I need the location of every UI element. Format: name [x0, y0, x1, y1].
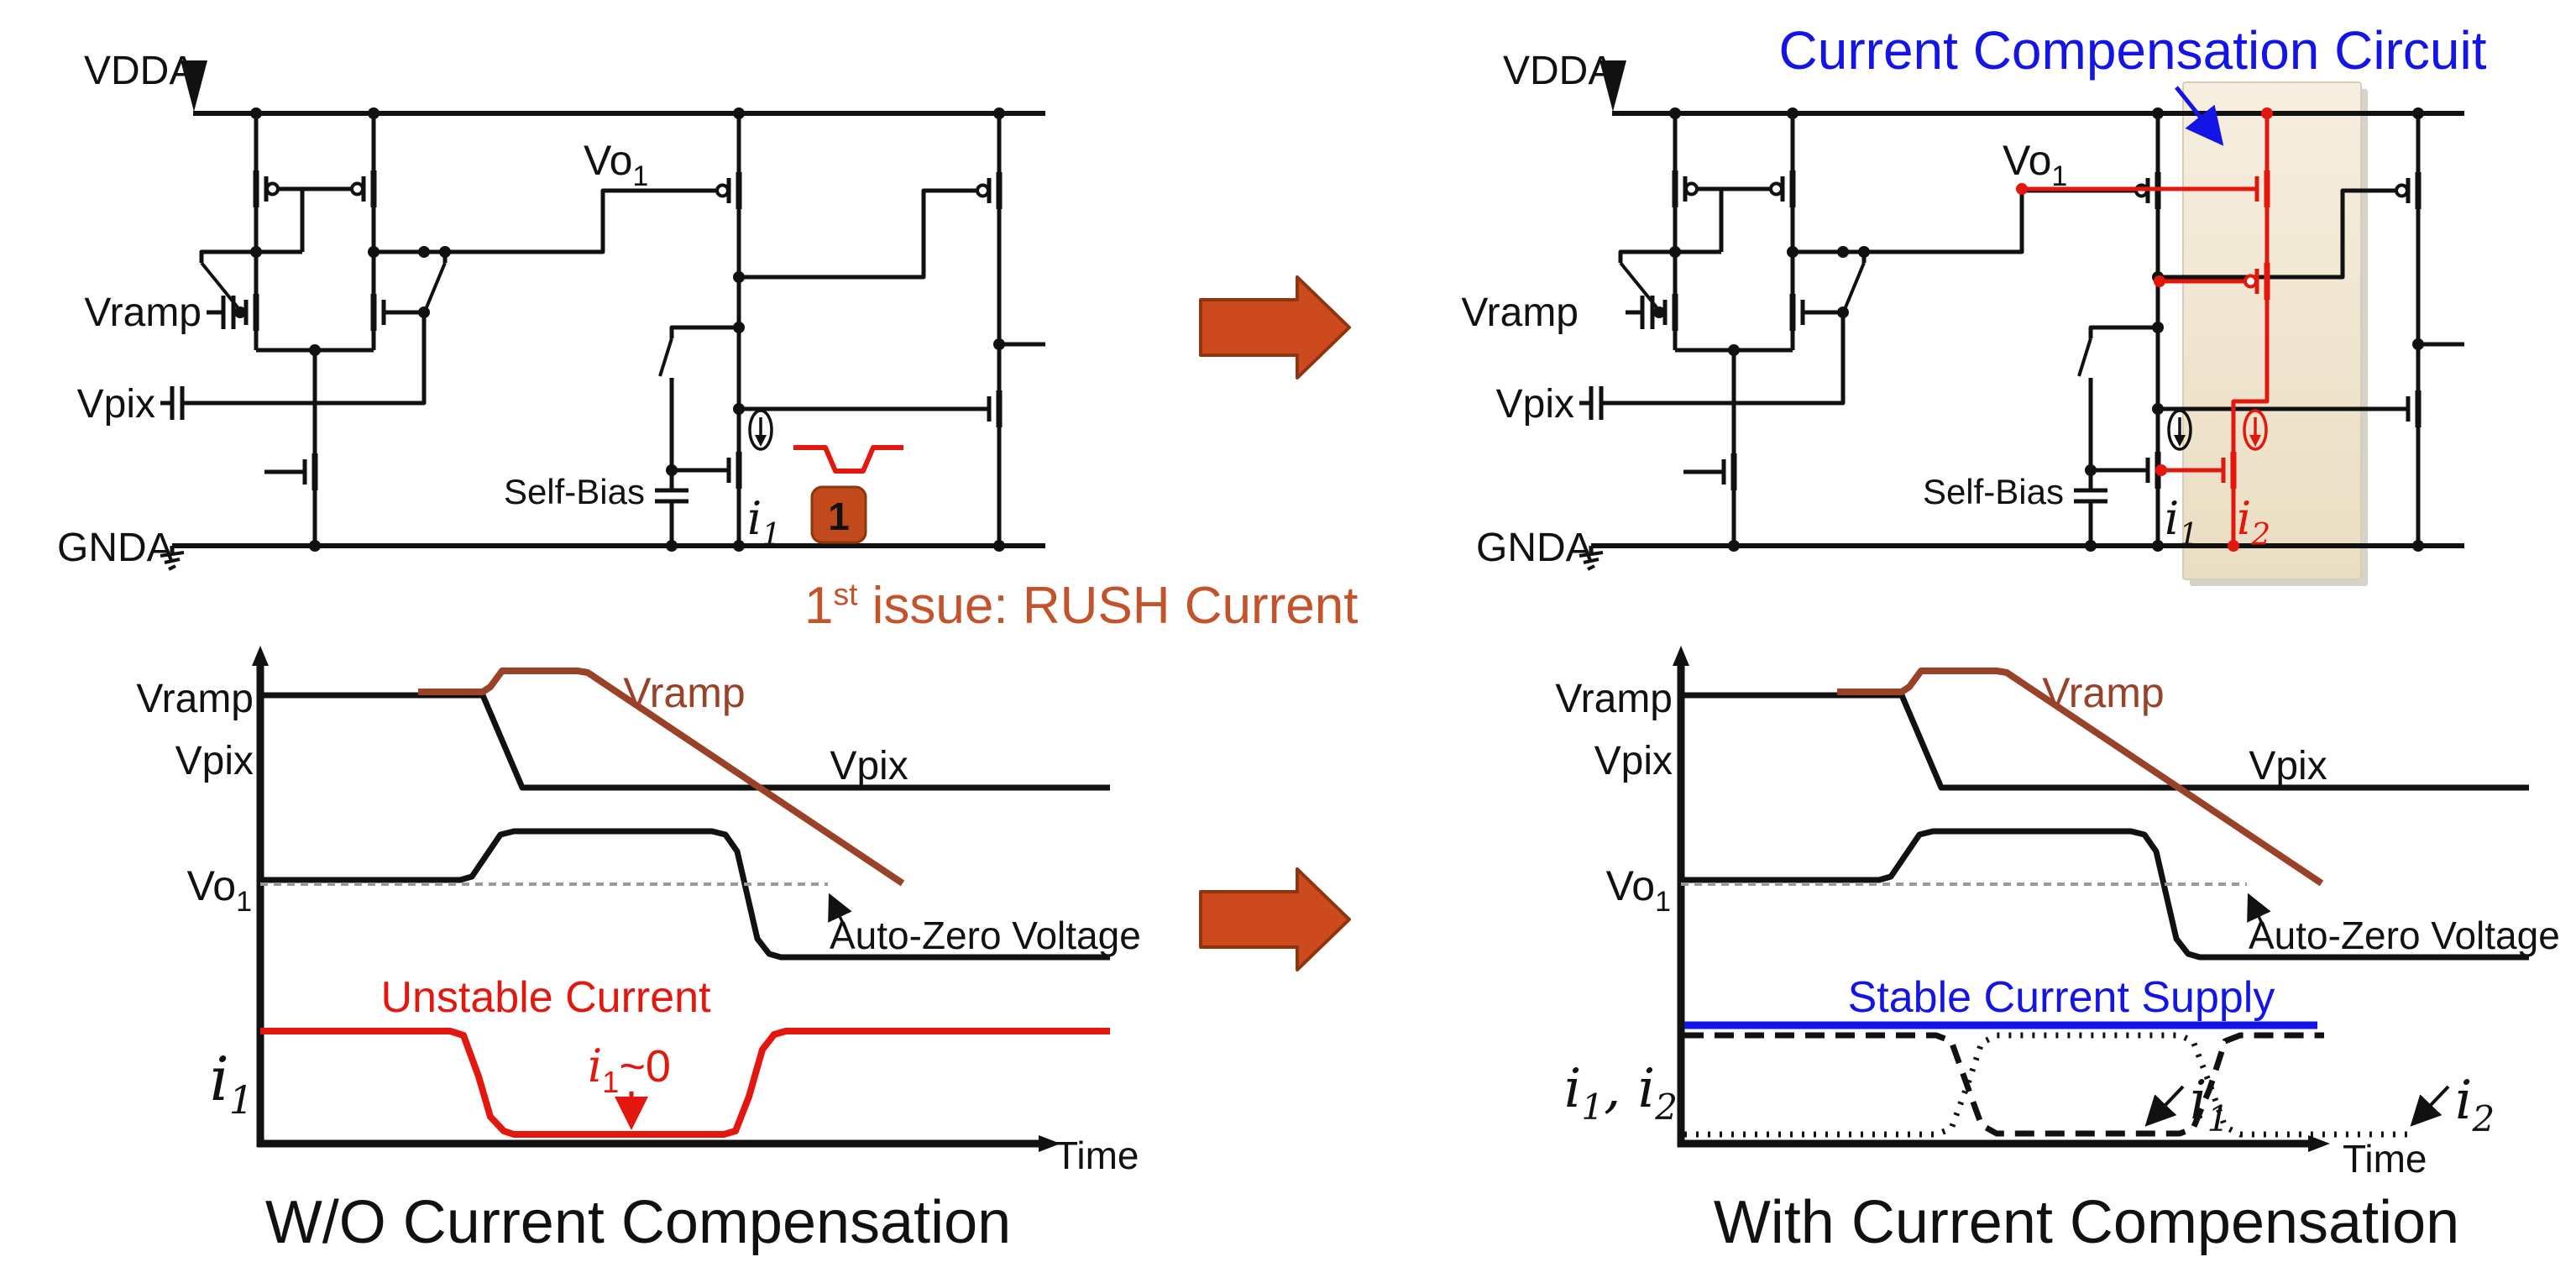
y-axis-arrowhead — [252, 646, 269, 666]
comparator-schematic-without-compensation: VDDA Vramp Vpix GNDA Self-Bias Vo1 i1 1 — [57, 49, 1045, 571]
vpix-label: Vpix — [77, 382, 155, 427]
compensation-title: Current Compensation Circuit — [1779, 20, 2487, 81]
compensation-highlight-band — [2182, 81, 2362, 580]
i2-label: i2 — [2237, 492, 2270, 552]
vramp-label: Vramp — [84, 291, 202, 335]
issue-note: 1st issue: RUSH Current — [804, 576, 1359, 635]
self-bias-label: Self-Bias — [504, 472, 645, 511]
vo1-label: Vo1 — [2003, 137, 2067, 192]
auto-zero-label: Auto-Zero Voltage — [830, 914, 1141, 957]
yaxis-i1-label: i1 — [210, 1044, 254, 1123]
issue-badge-number: 1 — [828, 495, 850, 538]
time-axis-label: Time — [1055, 1134, 1139, 1177]
yaxis-vramp-label: Vramp — [136, 677, 254, 721]
i1-label: i1 — [2165, 492, 2198, 552]
yaxis-vpix-label: Vpix — [175, 739, 254, 783]
gnda-label: GNDA — [1476, 526, 1593, 570]
i1-zero-label: i1~0 — [588, 1039, 671, 1099]
i1-label: i1 — [747, 492, 781, 552]
yaxis-i1-i2-label: i1, i2 — [1564, 1058, 1678, 1128]
series-i1 (dashed) — [1684, 1032, 2324, 1137]
series-Vramp — [418, 668, 905, 887]
transition-arrow-bottom — [1199, 867, 1351, 971]
i1-annotation-arrow — [2144, 1085, 2185, 1127]
vpix-curve-label: Vpix — [830, 744, 908, 788]
series-i1 — [260, 1028, 1110, 1138]
auto-zero-annotation-arrow — [828, 893, 852, 928]
vramp-label: Vramp — [1461, 291, 1579, 335]
stable-current-label: Stable Current Supply — [1848, 973, 2275, 1022]
vramp-curve-label: Vramp — [2042, 669, 2164, 716]
issue-badge — [810, 485, 867, 544]
vpix-label: Vpix — [1496, 382, 1574, 427]
vdda-label: VDDA — [84, 49, 196, 93]
vramp-curve-label: Vramp — [623, 669, 745, 716]
time-axis-label: Time — [2343, 1137, 2427, 1181]
series-Vo1 — [1681, 828, 2529, 961]
gnda-label: GNDA — [57, 526, 174, 570]
chart-caption: W/O Current Compensation — [265, 1189, 1011, 1256]
self-bias-label: Self-Bias — [1923, 472, 2064, 511]
unstable-current-label: Unstable Current — [380, 973, 711, 1022]
yaxis-vramp-label: Vramp — [1555, 677, 1673, 721]
x-axis-arrowhead — [2308, 1135, 2330, 1152]
series-i2 (dotted) — [1684, 1032, 2411, 1138]
series-Vramp — [1837, 668, 2324, 887]
timing-chart-without-compensation: Vramp Vpix Vo1 i1 Vramp Vpix Auto-Zero V… — [136, 646, 1141, 1256]
yaxis-vo1-label: Vo1 — [187, 862, 252, 918]
rush-current-notch-icon — [793, 445, 903, 474]
transition-arrow-top — [1199, 275, 1351, 380]
vo1-label: Vo1 — [584, 137, 648, 192]
vdda-label: VDDA — [1503, 49, 1615, 93]
chart-caption: With Current Compensation — [1714, 1189, 2459, 1256]
auto-zero-annotation-arrow — [2247, 893, 2271, 928]
compensation-pointer-arrow — [2175, 86, 2224, 146]
i1-curve-label: i1 — [2190, 1070, 2229, 1139]
vpix-curve-label: Vpix — [2249, 744, 2327, 788]
series-Vpix — [1681, 692, 2529, 791]
y-axis-arrowhead — [1673, 646, 1689, 666]
yaxis-vpix-label: Vpix — [1594, 739, 1673, 783]
i2-annotation-arrow — [2410, 1085, 2450, 1127]
auto-zero-label: Auto-Zero Voltage — [2249, 914, 2560, 957]
yaxis-vo1-label: Vo1 — [1606, 862, 1671, 918]
series-Vo1 — [260, 828, 1110, 961]
series-Vpix — [260, 692, 1110, 791]
comparator-schematic-with-compensation: Current Compensation Circuit VDDA Vramp … — [1461, 20, 2487, 586]
timing-chart-with-compensation: Vramp Vpix Vo1 i1, i2 Vramp Vpix Auto-Ze… — [1555, 646, 2560, 1256]
i2-curve-label: i2 — [2455, 1070, 2495, 1139]
x-axis-arrowhead — [1039, 1135, 1060, 1152]
